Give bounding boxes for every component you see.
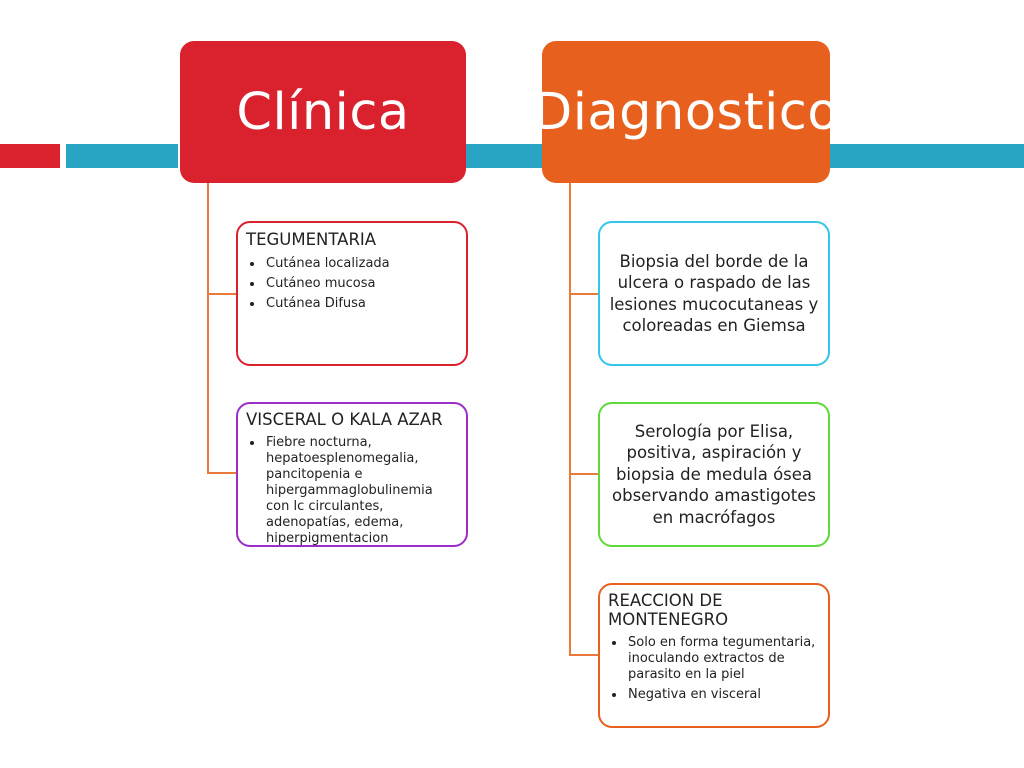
reaccion-box: REACCION DE MONTENEGRO Solo en forma teg… (598, 583, 830, 728)
diagnostico-connector-biopsia (569, 293, 599, 295)
biopsia-box: Biopsia del borde de la ulcera o raspado… (598, 221, 830, 366)
clinica-header: Clínica (180, 41, 466, 183)
list-item: Solo en forma tegumentaria, inoculando e… (626, 635, 820, 683)
visceral-box: VISCERAL O KALA AZAR Fiebre nocturna, he… (236, 402, 468, 547)
decor-bar-red (0, 144, 60, 168)
diagnostico-connector-reaccion (569, 654, 599, 656)
visceral-title: VISCERAL O KALA AZAR (246, 410, 443, 429)
tegumentaria-box: TEGUMENTARIA Cutánea localizada Cutáneo … (236, 221, 468, 366)
tegumentaria-title: TEGUMENTARIA (246, 230, 377, 249)
list-item: Cutánea Difusa (264, 296, 458, 312)
list-item: Cutáneo mucosa (264, 276, 458, 292)
decor-bar-teal-2 (466, 144, 542, 168)
reaccion-title: REACCION DE MONTENEGRO (608, 591, 729, 629)
serologia-box: Serología por Elisa, positiva, aspiració… (598, 402, 830, 547)
list-item: Fiebre nocturna, hepatoesplenomegalia, p… (264, 435, 458, 547)
clinica-connector-vertical (207, 183, 209, 473)
visceral-list: Fiebre nocturna, hepatoesplenomegalia, p… (246, 435, 458, 547)
diagnostico-connector-vertical (569, 183, 571, 655)
diagnostico-connector-serologia (569, 473, 599, 475)
decor-bar-teal-3 (830, 144, 1024, 168)
biopsia-text: Biopsia del borde de la ulcera o raspado… (609, 251, 819, 336)
diagnostico-header: Diagnostico (533, 41, 839, 183)
clinica-connector-visceral (207, 472, 237, 474)
tegumentaria-list: Cutánea localizada Cutáneo mucosa Cutáne… (246, 256, 458, 312)
clinica-connector-tegumentaria (207, 293, 237, 295)
clinica-header-text: Clínica (236, 82, 410, 142)
list-item: Negativa en visceral (626, 687, 820, 703)
diagnostico-header-text: Diagnostico (532, 82, 840, 142)
serologia-text: Serología por Elisa, positiva, aspiració… (612, 421, 816, 527)
reaccion-list: Solo en forma tegumentaria, inoculando e… (608, 635, 820, 703)
list-item: Cutánea localizada (264, 256, 458, 272)
decor-bar-teal-1 (66, 144, 178, 168)
